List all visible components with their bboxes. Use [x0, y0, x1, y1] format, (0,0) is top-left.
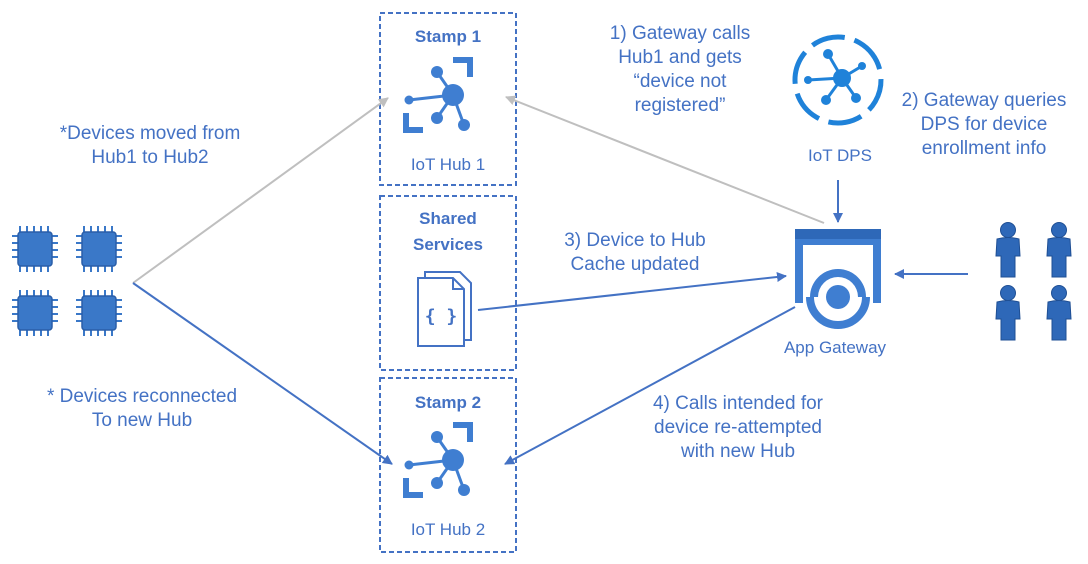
chip-icon [12, 226, 58, 272]
svg-text:{ }: { } [425, 306, 458, 327]
iot-hub-icon [403, 422, 473, 498]
chip-icon [76, 290, 122, 336]
json-document-icon: { } [417, 271, 472, 347]
iot-hub-1-label: IoT Hub 1 [410, 155, 486, 174]
stamp2-title: Stamp 2 [414, 393, 482, 412]
shared-services-title-line1: Shared [419, 209, 477, 228]
arrow-shared-to-gateway [477, 272, 787, 311]
app-gateway-label: App Gateway [783, 338, 887, 357]
step2-text: 2) Gateway queries DPS for device enroll… [901, 90, 1067, 159]
stamp2-box [379, 377, 517, 553]
note-devices-reconnected: * Devices reconnected To new Hub [46, 386, 238, 431]
user-icon [1046, 285, 1072, 341]
step4-text: 4) Calls intended for device re-attempte… [652, 393, 824, 462]
stamp1-title: Stamp 1 [414, 27, 482, 46]
chip-icon [12, 290, 58, 336]
step1-text: 1) Gateway calls Hub1 and gets “device n… [609, 23, 751, 116]
user-icon [1046, 222, 1072, 278]
arrow-gateway-to-hub2 [504, 306, 796, 465]
arrow-devices-to-hub1 [132, 97, 389, 284]
shared-services-title-line2: Services [413, 235, 483, 254]
users-group [995, 222, 1072, 341]
shared-services-box [379, 195, 517, 371]
arrow-gateway-to-hub1 [505, 95, 825, 224]
app-gateway-icon [795, 229, 881, 329]
devices-group [12, 226, 122, 336]
user-icon [995, 222, 1021, 278]
iot-dps-label: IoT DPS [808, 146, 872, 165]
iot-hub-icon [403, 57, 473, 133]
iot-dps-icon [792, 34, 884, 126]
chip-icon [76, 226, 122, 272]
user-icon [995, 285, 1021, 341]
iot-hub-2-label: IoT Hub 2 [410, 520, 486, 539]
step3-text: 3) Device to Hub Cache updated [564, 230, 706, 275]
note-devices-moved: *Devices moved from Hub1 to Hub2 [59, 123, 241, 168]
arrow-devices-to-hub2 [132, 282, 393, 465]
